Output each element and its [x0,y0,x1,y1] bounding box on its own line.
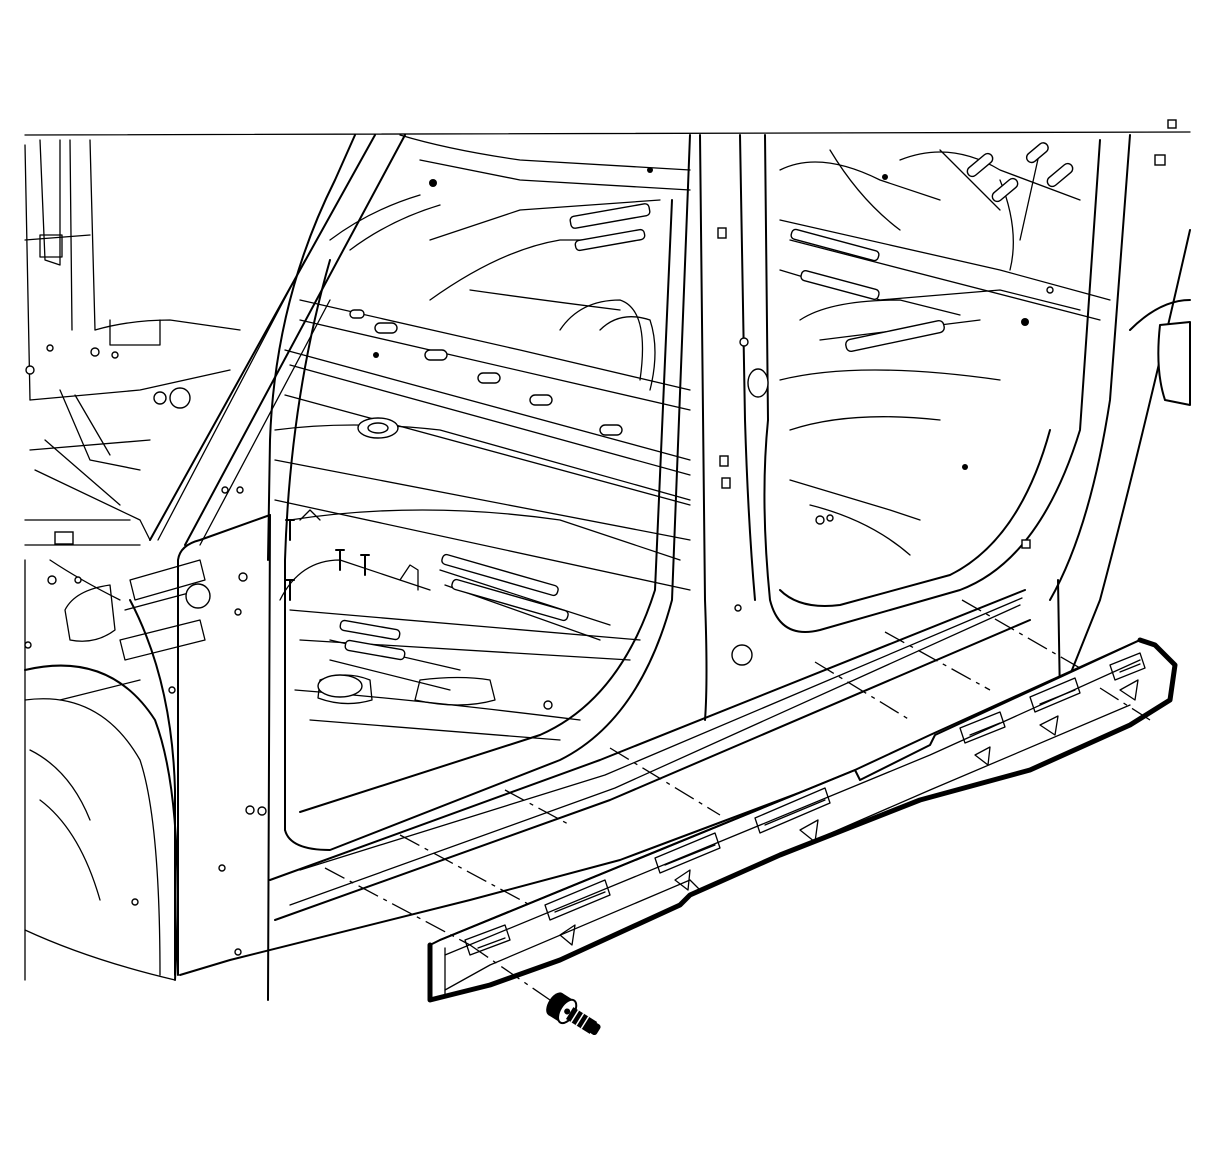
hinge-pillar-lower-detail [47,486,267,956]
rocker-panel [179,579,1061,976]
floor-slots [317,142,1074,710]
front-hinge-pillar [129,134,406,1001]
front-wheelhouse [24,559,179,981]
rear-quarter-panel [1021,119,1191,701]
rear-door-opening [763,134,1131,633]
alignment-lines [324,599,1151,1001]
rocker-molding [427,637,1178,1003]
center-pillar [699,134,769,721]
molding-clip-pockets [464,652,1146,956]
body-side-frame [24,119,1191,1001]
cowl-and-dash-structure [24,139,241,649]
front-door-opening [267,134,691,851]
molding-locating-tabs [559,679,1139,946]
push-pin-retainer [546,992,601,1036]
floor-studs [285,509,419,601]
